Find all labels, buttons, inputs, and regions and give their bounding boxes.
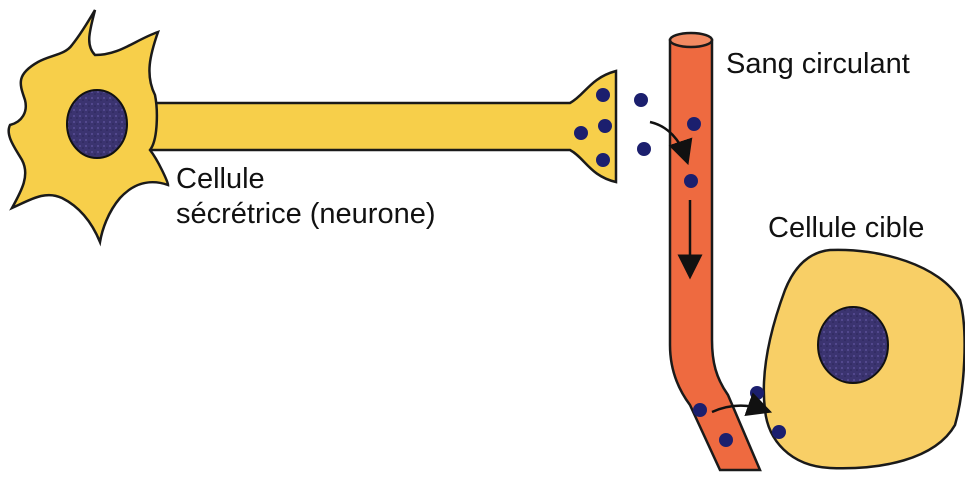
hormone-dot xyxy=(772,425,786,439)
hormone-dot xyxy=(596,88,610,102)
hormone-dot xyxy=(634,93,648,107)
blood-label: Sang circulant xyxy=(726,48,910,80)
neuron-nucleus xyxy=(67,90,127,158)
hormone-dot xyxy=(574,126,588,140)
hormone-dot xyxy=(719,433,733,447)
secretory-cell-label-line1: Cellule xyxy=(176,163,265,195)
target-cell-nucleus xyxy=(818,307,888,383)
blood-vessel-opening xyxy=(670,33,712,47)
secretory-cell-label-line2: sécrétrice (neurone) xyxy=(176,198,436,230)
hormone-dot xyxy=(598,119,612,133)
hormone-dot xyxy=(750,386,764,400)
hormone-dot xyxy=(596,153,610,167)
hormone-dot xyxy=(684,174,698,188)
hormone-dot xyxy=(687,117,701,131)
hormone-dot xyxy=(693,403,707,417)
hormone-dot xyxy=(637,142,651,156)
target-cell-label: Cellule cible xyxy=(768,212,924,244)
